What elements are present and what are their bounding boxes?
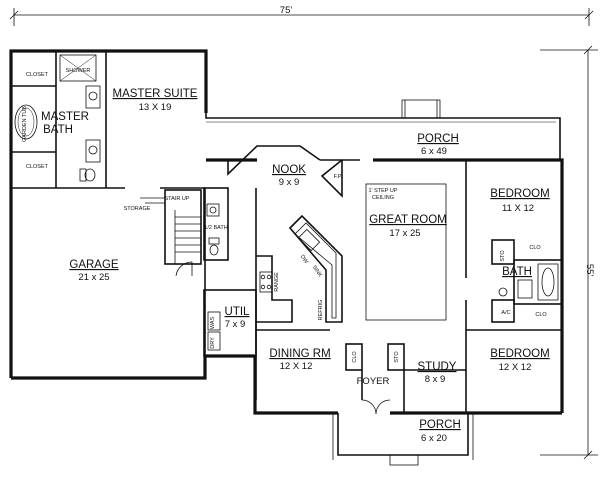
great-room-size: 17 x 25 [389, 228, 420, 239]
bedroom-1-size: 11 X 12 [502, 203, 534, 214]
clo-2-label: CLO [535, 312, 547, 318]
util-label: UTIL [225, 306, 251, 318]
master-suite-size: 13 X 19 [139, 102, 172, 113]
dining-size: 12 X 12 [280, 361, 313, 372]
overall-depth-dimension [540, 45, 598, 460]
study-size: 8 x 9 [425, 374, 446, 385]
great-room-label: GREAT ROOM [369, 214, 447, 226]
refrig-label: REFRIG [318, 300, 324, 321]
fireplace-label: F.P. [334, 174, 343, 180]
clo-1-label: CLO [529, 245, 541, 251]
clo-foyer-label: CLO [352, 351, 358, 363]
shower-label: SHOWER [66, 68, 91, 74]
closet-top-label: CLOSET [26, 72, 49, 78]
porch-front-label: PORCH [419, 419, 461, 431]
rear-porch [205, 99, 561, 160]
bedroom-2-label: BEDROOM [490, 348, 549, 360]
porch-front-size: 6 x 20 [421, 433, 447, 444]
master-bath-fixtures [11, 51, 107, 188]
util-size: 7 x 9 [225, 319, 246, 330]
stair-area [140, 187, 229, 265]
nook-label: NOOK [272, 164, 306, 176]
closet-bottom-label: CLOSET [26, 164, 49, 170]
great-room-note-1: 1' STEP UP [368, 188, 397, 194]
front-porch [332, 413, 474, 466]
washer-label: WAS [210, 317, 216, 330]
master-bath-label-2: BATH [43, 124, 73, 136]
storage-label: STORAGE [124, 206, 151, 212]
porch-rear-label: PORCH [417, 133, 459, 145]
foyer-label: FOYER [357, 376, 390, 387]
overall-width-label: 75' [280, 5, 293, 16]
nook-size: 9 x 9 [279, 177, 300, 188]
half-bath-label: 1/2 BATH [204, 225, 227, 231]
master-bath-label-1: MASTER [41, 111, 89, 123]
sink-label: SINK [311, 264, 323, 278]
porch-rear-size: 6 x 49 [421, 146, 447, 157]
garden-tub-label: GARDEN TUB [22, 106, 28, 142]
garage-size: 21 x 25 [78, 272, 109, 283]
bath-label: BATH [502, 266, 532, 278]
garage-door-swing [175, 261, 193, 277]
dw-label: DW [299, 254, 310, 266]
stair-up-label: STAIR UP [165, 196, 190, 202]
dryer-label: DRY [210, 337, 216, 349]
dining-label: DINING RM [269, 348, 330, 360]
range-label: RANGE [274, 272, 280, 292]
great-room-walls [320, 159, 467, 321]
utility-room [203, 289, 257, 357]
front-door-swing [361, 399, 391, 415]
ac-label: A/C [501, 310, 510, 316]
overall-depth-label: 55' [584, 264, 595, 277]
bedroom-walls [465, 239, 563, 413]
front-rooms-walls [256, 329, 466, 413]
kitchen-counter [256, 255, 293, 323]
sto-right-label: STO [500, 250, 506, 262]
garage-label: GARAGE [69, 259, 119, 271]
bedroom-2-size: 12 X 12 [499, 362, 532, 373]
bedroom-1-label: BEDROOM [490, 188, 549, 200]
sto-foyer-label: STO [394, 351, 400, 363]
study-label: STUDY [418, 361, 457, 373]
kitchen-island [288, 214, 343, 323]
overall-width-dimension [9, 8, 594, 26]
great-room-note-2: CEILING [372, 195, 394, 201]
master-suite-label: MASTER SUITE [113, 88, 198, 100]
